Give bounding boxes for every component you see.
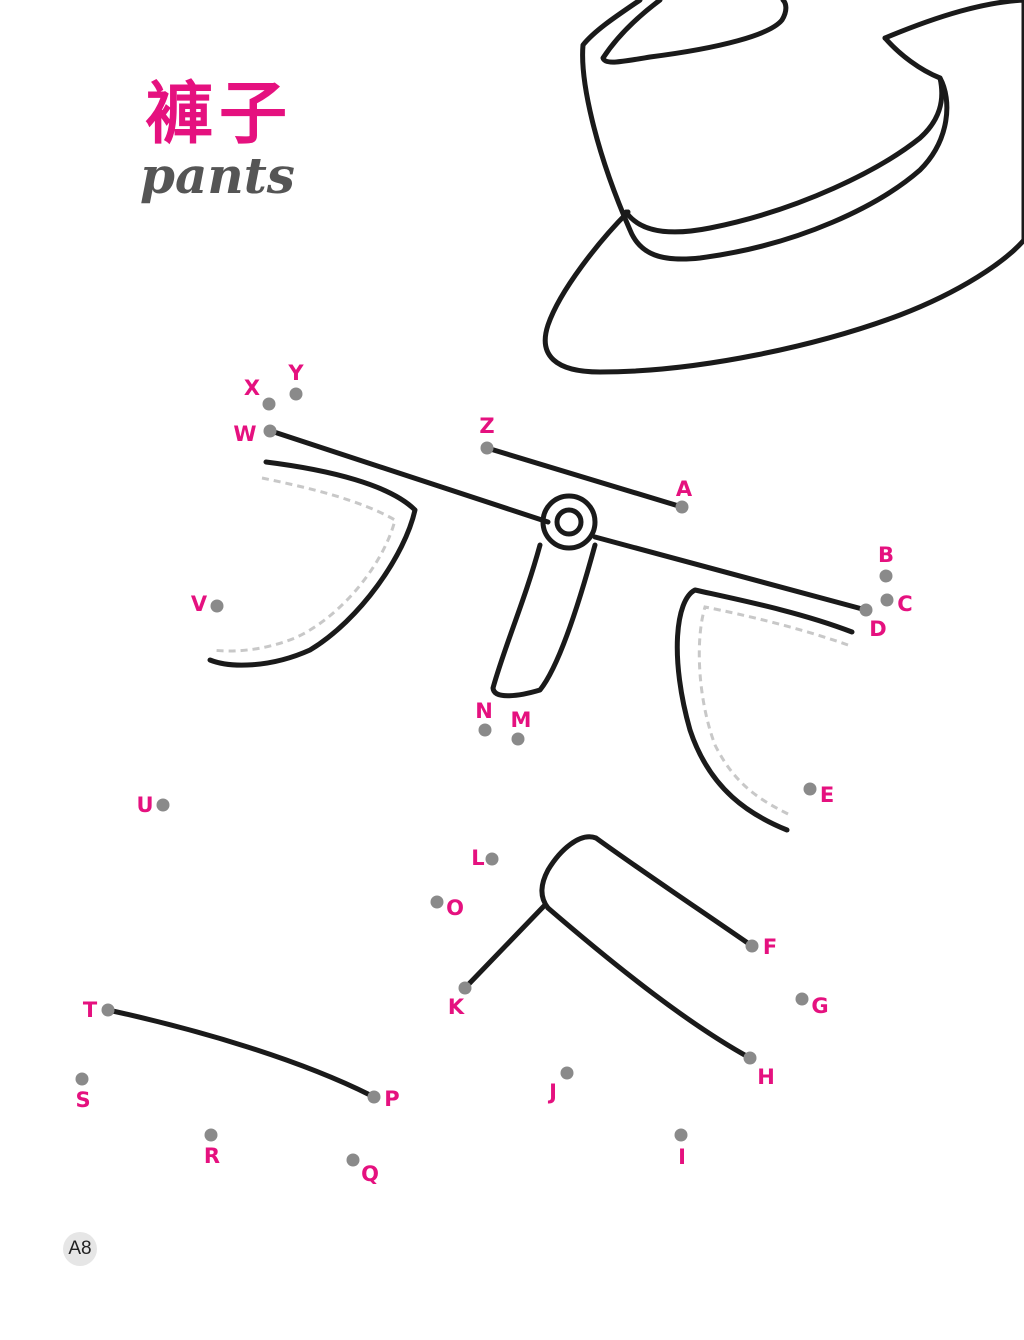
dot-label-j: J: [547, 1080, 557, 1104]
waistband-line-d: [592, 534, 869, 613]
dot-label-c: C: [897, 592, 912, 616]
dot-x: [262, 397, 276, 411]
dot-label-l: L: [471, 846, 484, 870]
dot-label-b: B: [878, 543, 894, 567]
dot-label-u: U: [136, 793, 153, 817]
dot-f: [745, 939, 759, 953]
hat-band-top: [623, 75, 945, 235]
dot-label-o: O: [446, 896, 464, 920]
title-chinese: 褲子: [145, 75, 294, 154]
waistband-line-za: [484, 445, 685, 510]
dot-label-m: M: [511, 708, 532, 732]
hat-brim: [542, 0, 1024, 375]
dot-c: [880, 593, 894, 607]
left-pocket: [207, 459, 418, 668]
dot-p: [367, 1090, 381, 1104]
dot-label-h: H: [757, 1065, 775, 1089]
right-pocket-stitch: [697, 605, 849, 817]
cuff-line-f: [539, 834, 755, 949]
waistband-line-w: [268, 428, 551, 525]
dot-s: [75, 1072, 89, 1086]
dot-b: [879, 569, 893, 583]
dot-label-g: G: [811, 994, 828, 1018]
button-outer: [540, 493, 598, 551]
hat-drawing: [542, 0, 1024, 375]
dot-label-w: W: [233, 422, 256, 446]
dot-label-r: R: [204, 1144, 220, 1168]
pocket-stitching: [211, 476, 849, 817]
left-pocket-stitch: [211, 476, 397, 653]
dot-label-n: N: [475, 699, 493, 723]
dot-label-d: D: [869, 617, 886, 641]
dot-m: [511, 732, 525, 746]
dot-label-y: Y: [287, 361, 304, 385]
belt-loop: [490, 542, 598, 699]
dot-l: [485, 852, 499, 866]
dot-label-a: A: [676, 477, 693, 501]
dot-label-t: T: [83, 998, 98, 1022]
dots-layer: A B CD E F G H I J K L MN O P Q R S T U V WX Y Z: [75, 361, 912, 1186]
dot-label-p: P: [384, 1087, 399, 1111]
title-english: pants: [140, 146, 295, 205]
dot-label-z: Z: [479, 414, 494, 438]
dot-i: [674, 1128, 688, 1142]
page-number-badge: A8: [63, 1232, 97, 1266]
dot-e: [803, 782, 817, 796]
dot-a: [675, 500, 689, 514]
dot-v: [210, 599, 224, 613]
cuff-line-k: [462, 903, 547, 991]
pants-partial-lines: [105, 428, 869, 1098]
dot-k: [458, 981, 472, 995]
dot-label-q: Q: [361, 1162, 379, 1186]
dot-t: [101, 1003, 115, 1017]
button-inner: [554, 507, 584, 537]
dot-label-v: V: [191, 592, 208, 616]
dot-o: [430, 895, 444, 909]
dot-g: [795, 992, 809, 1006]
dot-label-k: K: [448, 995, 465, 1019]
dot-label-i: I: [678, 1145, 686, 1169]
dot-w: [263, 424, 277, 438]
dot-n: [478, 723, 492, 737]
dot-label-s: S: [75, 1088, 90, 1112]
dot-label-x: X: [244, 376, 260, 400]
dot-r: [204, 1128, 218, 1142]
dot-z: [480, 441, 494, 455]
dot-y: [289, 387, 303, 401]
dot-j: [560, 1066, 574, 1080]
cuff-line-h: [545, 905, 753, 1061]
leg-line-tp: [105, 1007, 373, 1098]
dot-label-e: E: [820, 783, 834, 807]
dot-u: [156, 798, 170, 812]
right-pocket: [674, 587, 855, 833]
dot-q: [346, 1153, 360, 1167]
hat-crown-dent: [600, 0, 789, 65]
dot-d: [859, 603, 873, 617]
dot-h: [743, 1051, 757, 1065]
dot-label-f: F: [763, 935, 777, 959]
